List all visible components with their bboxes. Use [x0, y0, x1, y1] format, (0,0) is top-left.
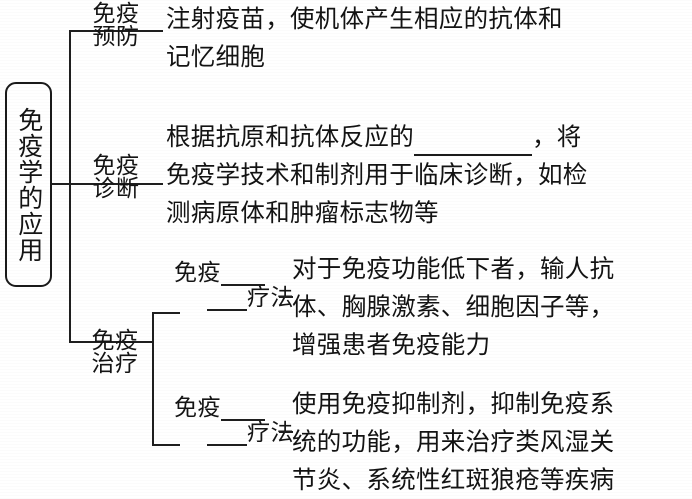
branch-label-immune-prevention: 免疫 预防	[70, 1, 162, 51]
desc-line: 使用免疫抑制剂，抑制免疫系	[292, 389, 615, 418]
desc-line: 对于免疫功能低下者，输人抗	[292, 254, 615, 283]
branch-label-line2: 诊断	[92, 176, 140, 203]
sub-connector-suppression	[279, 431, 293, 433]
level2-stub-enhancement	[152, 312, 180, 314]
desc-line: 注射疫苗，使机体产生相应的抗体和	[166, 4, 563, 33]
sub-connector-enhancement	[279, 296, 293, 298]
desc-text-after-blank: ，将	[532, 122, 582, 151]
desc-line-with-blank: 根据抗原和抗体反应的 ，将	[166, 118, 690, 156]
fill-in-blank[interactable]	[207, 423, 247, 446]
branch-label-line2: 预防	[92, 24, 140, 51]
sub-label-row-top: 免疫	[168, 396, 298, 421]
desc-line: 体、胸腺激素、细胞因子等，	[292, 292, 615, 321]
branch-label-line1: 免疫	[92, 153, 140, 179]
sub-branch-label-enhancement-therapy: 免疫 疗法	[168, 261, 298, 311]
sub-label-prefix: 免疫	[174, 395, 221, 421]
level1-stub-prevention	[69, 30, 163, 32]
description-immune-diagnosis: 根据抗原和抗体反应的 ，将 免疫学技术和制剂用于临床诊断，如检 测病原体和肿瘤标志…	[166, 118, 690, 232]
sub-label-row-bottom: 疗法	[168, 285, 298, 311]
branch-label-immune-diagnosis: 免疫 诊断	[70, 153, 162, 203]
sub-label-prefix: 免疫	[174, 260, 221, 286]
desc-line: 统的功能，用来治疗类风湿关	[292, 427, 615, 456]
desc-line: 免疫学技术和制剂用于临床诊断，如检	[166, 160, 588, 189]
branch-label-line1: 免疫	[91, 328, 139, 354]
level1-bracket-spine	[69, 30, 71, 342]
root-node-label: 免疫学的应用	[14, 106, 44, 263]
sub-branch-label-suppression-therapy: 免疫 疗法	[168, 396, 298, 446]
level1-stub-diagnosis	[69, 183, 163, 185]
level2-bracket-spine	[152, 312, 154, 446]
fill-in-blank[interactable]	[414, 132, 532, 156]
fill-in-blank[interactable]	[207, 288, 247, 311]
description-enhancement-therapy: 对于免疫功能低下者，输人抗 体、胸腺激素、细胞因子等， 增强患者免疫能力	[292, 250, 692, 364]
description-suppression-therapy: 使用免疫抑制剂，抑制免疫系 统的功能，用来治疗类风湿关 节炎、系统性红斑狼疮等疾…	[292, 385, 692, 499]
level2-stub-suppression	[152, 444, 180, 446]
root-node-box: 免疫学的应用	[5, 82, 52, 287]
desc-line: 节炎、系统性红斑狼疮等疾病	[292, 465, 615, 494]
desc-line: 测病原体和肿瘤标志物等	[166, 198, 439, 227]
sub-label-row-bottom: 疗法	[168, 420, 298, 446]
level1-stub-therapy	[69, 341, 153, 343]
desc-line: 记忆细胞	[166, 42, 266, 71]
branch-label-immune-therapy: 免疫 治疗	[70, 328, 160, 378]
desc-text-before-blank: 根据抗原和抗体反应的	[166, 122, 414, 151]
root-stem-connector	[52, 183, 70, 185]
description-immune-prevention: 注射疫苗，使机体产生相应的抗体和 记忆细胞	[166, 0, 686, 76]
branch-label-line2: 治疗	[91, 351, 139, 378]
desc-line: 增强患者免疫能力	[292, 330, 491, 359]
fill-in-blank[interactable]	[221, 398, 265, 421]
branch-label-line1: 免疫	[92, 1, 140, 27]
fill-in-blank[interactable]	[221, 263, 265, 286]
sub-label-row-top: 免疫	[168, 261, 298, 286]
